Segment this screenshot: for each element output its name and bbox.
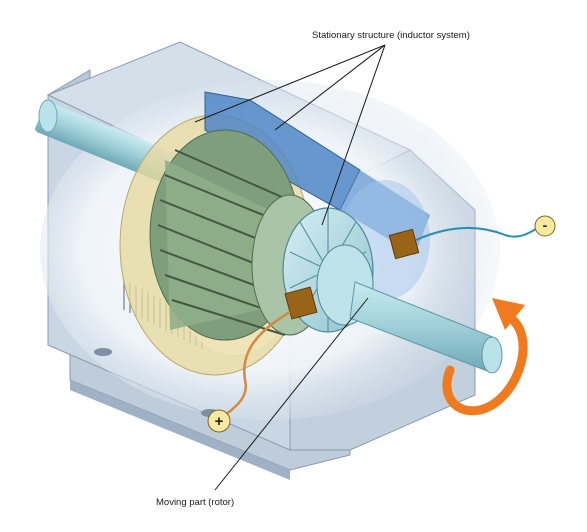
label-stationary-structure: Stationary structure (inductor system) [312, 30, 470, 41]
terminal-negative: - [534, 215, 556, 237]
callout-stationary-to-housing [321, 44, 386, 226]
shaft-left-face [38, 99, 58, 133]
rotation-arrow [442, 298, 528, 416]
shaft-right-face [481, 336, 503, 374]
housing-base-front [70, 380, 290, 480]
brush-lower [284, 286, 318, 320]
wire-negative [415, 227, 539, 241]
callout-stationary-to-yellow [194, 44, 386, 123]
wire-positive [221, 310, 291, 419]
callout-lines [194, 44, 386, 491]
brush-upper [388, 228, 420, 260]
callout-stationary-to-blue [274, 44, 386, 131]
terminal-positive: + [207, 409, 231, 433]
terminal-negative-symbol: - [543, 217, 548, 233]
callout-moving-to-rotor [214, 297, 369, 491]
rotation-arrow-head [492, 298, 525, 330]
terminal-positive-symbol: + [215, 413, 224, 430]
housing-foot-hole [94, 348, 112, 356]
shaft-right-end [349, 281, 503, 374]
label-moving-part: Moving part (rotor) [156, 497, 235, 508]
